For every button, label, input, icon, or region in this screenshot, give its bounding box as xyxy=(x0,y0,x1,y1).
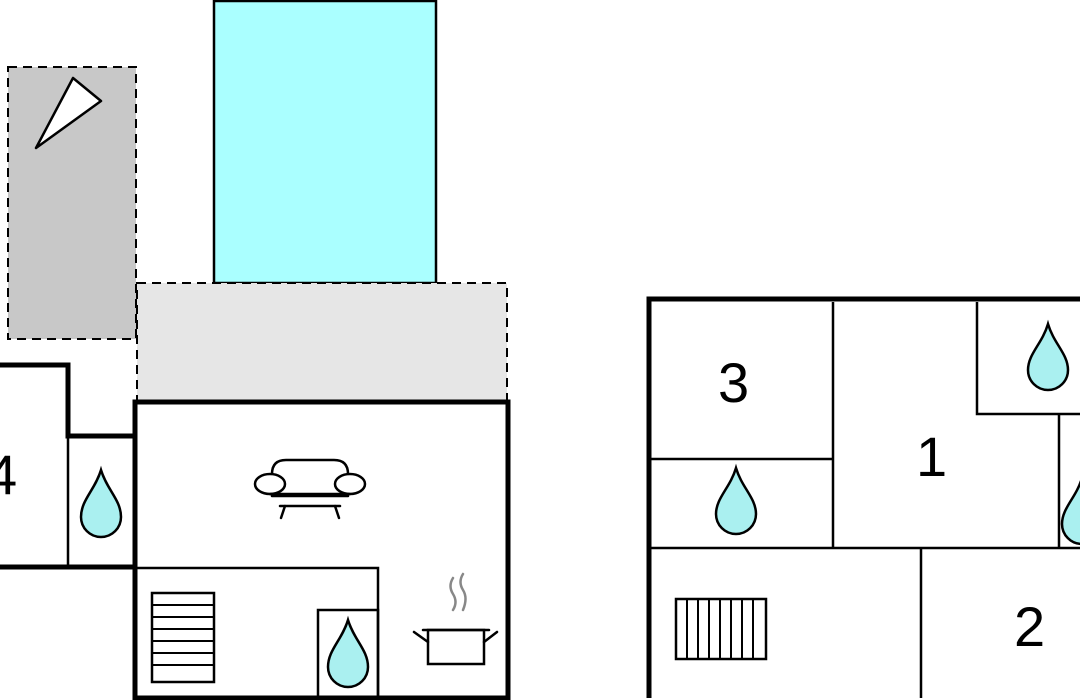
radiator-icon xyxy=(674,597,768,661)
room-2-label: 2 xyxy=(1014,595,1045,658)
sofa-icon xyxy=(253,458,367,520)
terrace-area xyxy=(136,282,508,402)
upper-floor-walls xyxy=(646,296,1080,698)
water-drop-icon xyxy=(714,463,758,536)
cooking-pot-icon xyxy=(412,572,499,666)
small-bathroom-partition xyxy=(316,608,380,700)
room-4-walls xyxy=(0,362,135,439)
room-3-label: 3 xyxy=(718,351,749,414)
room-1-label: 1 xyxy=(916,425,947,488)
water-drop-icon xyxy=(79,465,123,539)
water-drop-icon xyxy=(1026,319,1070,392)
room-4-label: 4 xyxy=(0,443,17,506)
room-1-bath-partition xyxy=(975,302,1080,416)
water-drop-icon-partial xyxy=(1060,479,1080,546)
staircase-icon xyxy=(150,591,216,684)
north-arrow-icon xyxy=(34,76,103,150)
water-drop-icon xyxy=(326,615,370,689)
swimming-pool xyxy=(212,0,438,285)
